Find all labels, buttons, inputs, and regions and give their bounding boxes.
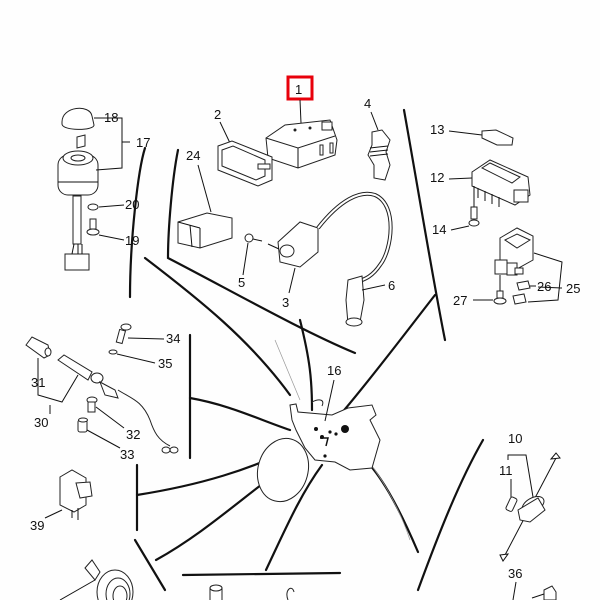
bracket-horn (133, 538, 167, 592)
bracket-top-left (128, 146, 147, 299)
part-4-clip (367, 129, 391, 181)
callout-19: 19 (125, 233, 139, 248)
leader-to-right-group (338, 293, 437, 417)
part-1-ignitor[interactable] (265, 119, 338, 169)
leader-to-top-left-group (143, 256, 292, 397)
part-10-sensor (499, 452, 561, 562)
callout-14: 14 (432, 222, 446, 237)
part-26-fuse (516, 280, 531, 291)
part-31-boot (25, 336, 52, 359)
leader-to-bottom-group (264, 463, 324, 572)
callout-33: 33 (120, 447, 134, 462)
bottom-center-parts (209, 584, 295, 600)
callout-25: 25 (566, 281, 580, 296)
callout-39: 39 (30, 518, 44, 533)
group-brackets (128, 108, 485, 592)
part-32-bolt (86, 396, 98, 413)
part-34-screw (115, 323, 132, 345)
bracket-bottom-right (416, 438, 485, 592)
callout-6: 6 (388, 278, 395, 293)
part-18-cap (61, 107, 95, 130)
callout-31: 31 (31, 375, 45, 390)
bracket-bottom (181, 571, 342, 577)
part-6-plug-cap (316, 191, 393, 327)
part-5-bolt (244, 233, 263, 243)
callout-5: 5 (238, 275, 245, 290)
callout-30: 30 (34, 415, 48, 430)
bracket-top-center (166, 148, 357, 355)
part-12-regulator (471, 159, 531, 207)
callout-10: 10 (508, 431, 522, 446)
leader-16 (324, 379, 335, 422)
callout-2: 2 (214, 107, 221, 122)
part-19-screw (89, 218, 97, 230)
main-switch-group (57, 107, 100, 271)
callout-20: 20 (125, 197, 139, 212)
part-13-pad (481, 129, 514, 146)
leader-to-left-mid-group (188, 396, 292, 432)
callout-26: 26 (537, 279, 551, 294)
part-30-switch-assembly (57, 354, 179, 454)
part-11-collar (505, 496, 518, 512)
part-20-washer (87, 203, 99, 211)
horn (59, 559, 134, 600)
bracket-right (402, 108, 447, 342)
highlight-box-part-1[interactable] (286, 75, 314, 101)
part-3-ignition-coil (267, 221, 319, 268)
callout-32: 32 (126, 427, 140, 442)
callout-11: 11 (499, 463, 513, 478)
part-2-cover (217, 140, 273, 187)
callout-3: 3 (282, 295, 289, 310)
callout-27: 27 (453, 293, 467, 308)
part-33-collar (77, 417, 88, 433)
motorcycle-silhouette (256, 399, 381, 503)
leader-to-top-center-group (298, 318, 314, 412)
callout-36: 36 (508, 566, 522, 581)
callout-18: 18 (104, 110, 118, 125)
part-27-bolt (493, 290, 507, 305)
callout-13: 13 (430, 122, 444, 137)
part-14-bolt (468, 206, 480, 227)
callout-4: 4 (364, 96, 371, 111)
part-36 (543, 585, 557, 600)
callout-16: 16 (327, 363, 341, 378)
callout-17: 17 (136, 135, 150, 150)
callout-34: 34 (166, 331, 180, 346)
harness-leaders (135, 256, 437, 572)
part-24-relay (177, 212, 233, 249)
part-39-relay (59, 469, 93, 520)
callout-35: 35 (158, 356, 172, 371)
callout-1[interactable]: 1 (295, 82, 302, 97)
callout-12: 12 (430, 170, 444, 185)
part-35-washer (108, 349, 118, 355)
part-25-starter-relay (494, 227, 534, 276)
callout-24: 24 (186, 148, 200, 163)
